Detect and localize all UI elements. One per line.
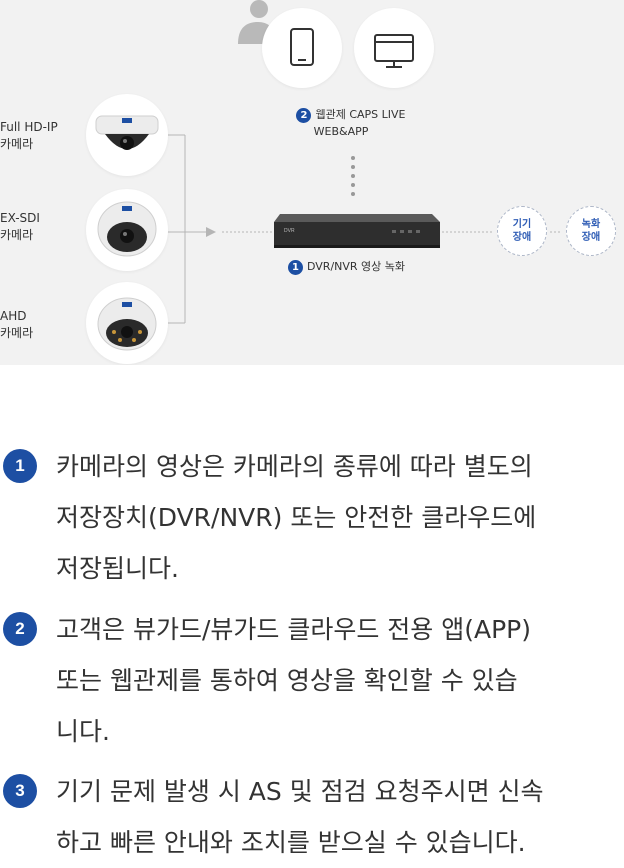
list-item-text: 카메라의 영상은 카메라의 종류에 따라 별도의 저장장치(DVR/NVR) 또… bbox=[56, 452, 537, 583]
smartphone-icon bbox=[290, 28, 314, 66]
camera-label-fullhd: Full HD-IP 카메라 bbox=[0, 120, 58, 151]
dome-camera-icon bbox=[97, 201, 157, 257]
camera-label-exsdi: EX-SDI 카메라 bbox=[0, 211, 40, 242]
step-badge: 2 bbox=[3, 612, 37, 646]
list-item-text: 고객은 뷰가드/뷰가드 클라우드 전용 앱(APP) 또는 웹관제를 통하여 영… bbox=[56, 615, 531, 746]
dvr-recorder-icon: DVR bbox=[274, 214, 440, 248]
camera-ahd bbox=[86, 282, 168, 364]
smartphone-device bbox=[262, 8, 342, 88]
step-badge: 1 bbox=[288, 259, 303, 275]
camera-fullhd-ip bbox=[86, 94, 168, 176]
monitor-icon bbox=[374, 34, 414, 68]
step-badge: 3 bbox=[3, 774, 37, 808]
dome-camera-icon bbox=[97, 297, 157, 351]
dome-camera-icon bbox=[95, 115, 159, 150]
camera-label-ahd: AHD 카메라 bbox=[0, 309, 34, 340]
device-failure-badge: 기기 장애 bbox=[497, 206, 547, 256]
camera-ex-sdi bbox=[86, 189, 168, 271]
connector-lines bbox=[168, 134, 560, 324]
recording-failure-badge: 녹화 장애 bbox=[566, 206, 616, 256]
step-badge: 1 bbox=[3, 449, 37, 483]
step-badge: 2 bbox=[296, 107, 312, 123]
list-item-text: 기기 문제 발생 시 AS 및 점검 요청주시면 신속 하고 빠른 안내와 조치… bbox=[56, 777, 544, 857]
svg-text:DVR: DVR bbox=[284, 228, 295, 234]
pc-device bbox=[354, 8, 434, 88]
